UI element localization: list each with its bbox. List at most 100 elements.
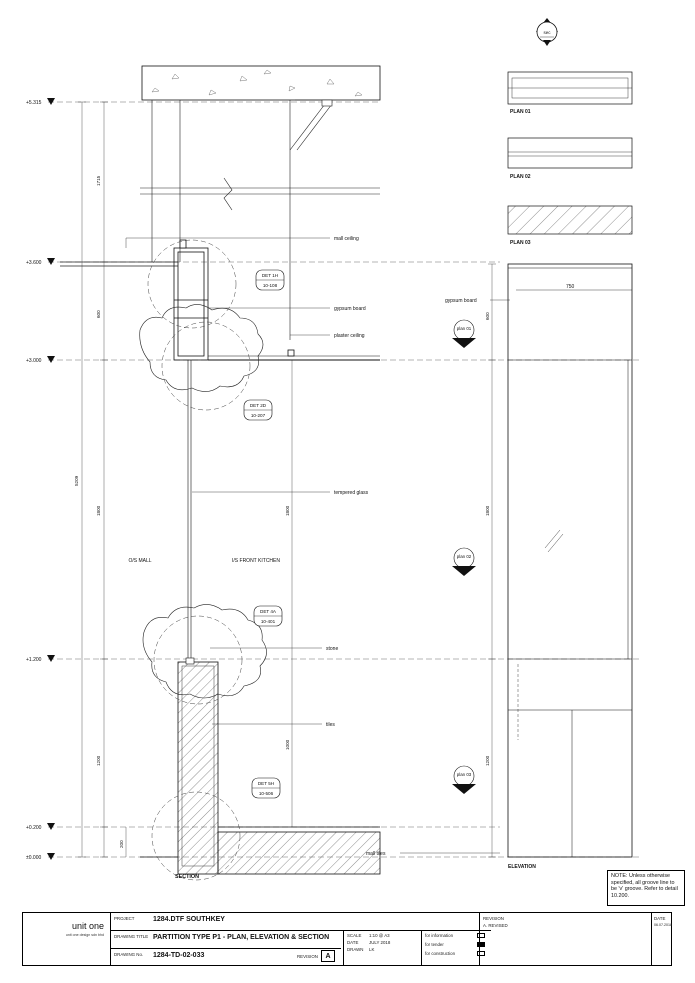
dim-text: 5209 [74,475,79,486]
drawing-title: PARTITION TYPE P1 - PLAN, ELEVATION & SE… [153,934,330,941]
status-construction-checkbox[interactable] [477,951,485,956]
date-value: JULY 2018 [369,940,391,945]
concrete-slab [141,65,381,101]
date-label: DATE [347,940,359,945]
dim-text: 1200 [96,755,101,766]
dimension-lines-left [78,101,127,858]
label-is-front-kitchen: I/S FRONT KITCHEN [232,558,280,564]
partition-head [173,239,380,361]
revision-cell: REVISION A. REVISED [479,913,651,965]
plan-tags: plan 01 plan 02 plan 03 [452,319,476,794]
drawn-label: DRAWN [347,947,364,952]
label-os-mall: O/S MALL [128,558,151,564]
status-construction: for construction [425,951,456,956]
project-name: 1284.DTF SOUTHKEY [153,916,225,923]
label-plaster-ceiling: plaster ceiling [334,333,365,339]
drawing-number: 1284-TD-02-033 [153,952,205,959]
plan-01: PLAN 01 [507,71,633,115]
scale-label: SCALE [347,933,362,938]
plan-title: PLAN 01 [510,109,531,115]
dim-text: 600 [96,310,101,318]
detail-circles [147,239,251,881]
plan-tag[interactable]: plan 03 [452,765,476,794]
section-marker: sec [536,18,558,46]
level-label: +1.200 [26,657,42,663]
plan-tag[interactable]: plan 01 [452,319,476,348]
label-gypsum-board-elev: gypsum board [445,298,477,304]
detail-id: DET 4A [260,609,277,614]
detail-ref: 10-401 [261,619,276,624]
drawing-no-label: DRAWING No. [114,952,144,957]
plan-03: PLAN 03 [507,205,633,246]
company-cell: unit one unit one design sdn bhd [23,913,111,965]
detail-tag[interactable]: DET 1H 10-108 [255,269,285,291]
tempered-glass-panel [187,360,192,662]
plan-02: PLAN 02 [507,137,633,180]
plan-views: PLAN 01 PLAN 02 PLAN 03 [507,71,633,246]
dim-text: 1800 [485,505,490,516]
detail-tag[interactable]: DET 5H 10-506 [251,777,281,799]
callout-labels: mall ceiling gypsum board plaster ceilin… [128,236,476,880]
level-label: +0.200 [26,825,42,831]
date-entry: 06.07.2018 [654,923,672,927]
mall-ceiling [60,261,178,267]
dim-text: 1800 [96,505,101,516]
project-label: PROJECT [114,916,135,921]
detail-id: DET 1H [262,273,278,278]
title-block: unit one unit one design sdn bhd PROJECT… [22,912,672,966]
detail-id: DET 2D [250,403,267,408]
drawing-title-label: DRAWING TITLE [114,934,149,939]
dim-text: 200 [119,840,124,848]
revision-head: REVISION [483,916,504,921]
plan-tag-label: plan 02 [457,554,472,559]
label-tempered-glass: tempered glass [334,490,369,496]
level-label: ±0.000 [26,855,41,861]
label-gypsum-board: gypsum board [334,306,366,312]
general-note: NOTE: Unless otherwise specified, all gr… [607,870,685,906]
detail-ref: 10-108 [263,283,278,288]
revision-entry: A. REVISED [483,923,508,928]
status-info-checkbox[interactable] [477,933,485,938]
status-tender-checkbox[interactable] [477,942,485,947]
elevation-title: ELEVATION [508,864,536,870]
label-tiles: tiles [326,722,335,728]
base-pier [140,657,381,875]
elevation-view [507,263,633,858]
leader-lines [125,237,510,854]
revision-clouds [139,304,267,699]
plan-tag-label: plan 03 [457,772,472,777]
dim-text: 600 [485,312,490,320]
plan-title: PLAN 02 [510,174,531,180]
status-info: for information [425,933,454,938]
dim-text: 1200 [485,755,490,766]
date-cell: DATE 06.07.2018 [651,913,672,965]
plan-tag[interactable]: plan 02 [452,547,476,576]
revision-label: REVISION [297,954,318,959]
dim-text: 1715 [96,175,101,186]
scale-value: 1:10 @ A3 [369,933,390,938]
section-title: SECTION [175,874,199,880]
revision-box: A [321,950,335,962]
detail-tag[interactable]: DET 2D 10-207 [243,399,273,421]
company-sub: unit one design sdn bhd [65,933,104,937]
section-marker-label: sec [543,30,551,35]
detail-tags: DET 1H 10-108 DET 2D 10-207 DET 4A 10-40… [243,269,285,799]
level-label: +3.000 [26,358,42,364]
status-tender: for tender [425,942,444,947]
date-head: DATE [654,916,666,921]
label-stone: stone [326,646,338,652]
dim-text: 1800 [285,505,290,516]
label-mall-tiles: mall tiles [366,851,386,857]
detail-tag[interactable]: DET 4A 10-401 [253,605,283,627]
company-name: unit one [71,921,104,931]
project-cell: PROJECT 1284.DTF SOUTHKEY DRAWING TITLE … [111,913,491,965]
dimension-text-left: 1715 600 5209 1800 1200 200 [74,175,124,848]
level-markers: +5.315 +3.600 +3.000 +1.200 +0.200 ±0.00… [26,98,55,861]
dim-text: 1000 [285,739,290,750]
level-label: +3.600 [26,260,42,266]
width-dim: 750 [566,284,575,290]
level-label: +5.315 [26,100,42,106]
detail-ref: 10-207 [251,413,266,418]
detail-id: DET 5H [258,781,274,786]
